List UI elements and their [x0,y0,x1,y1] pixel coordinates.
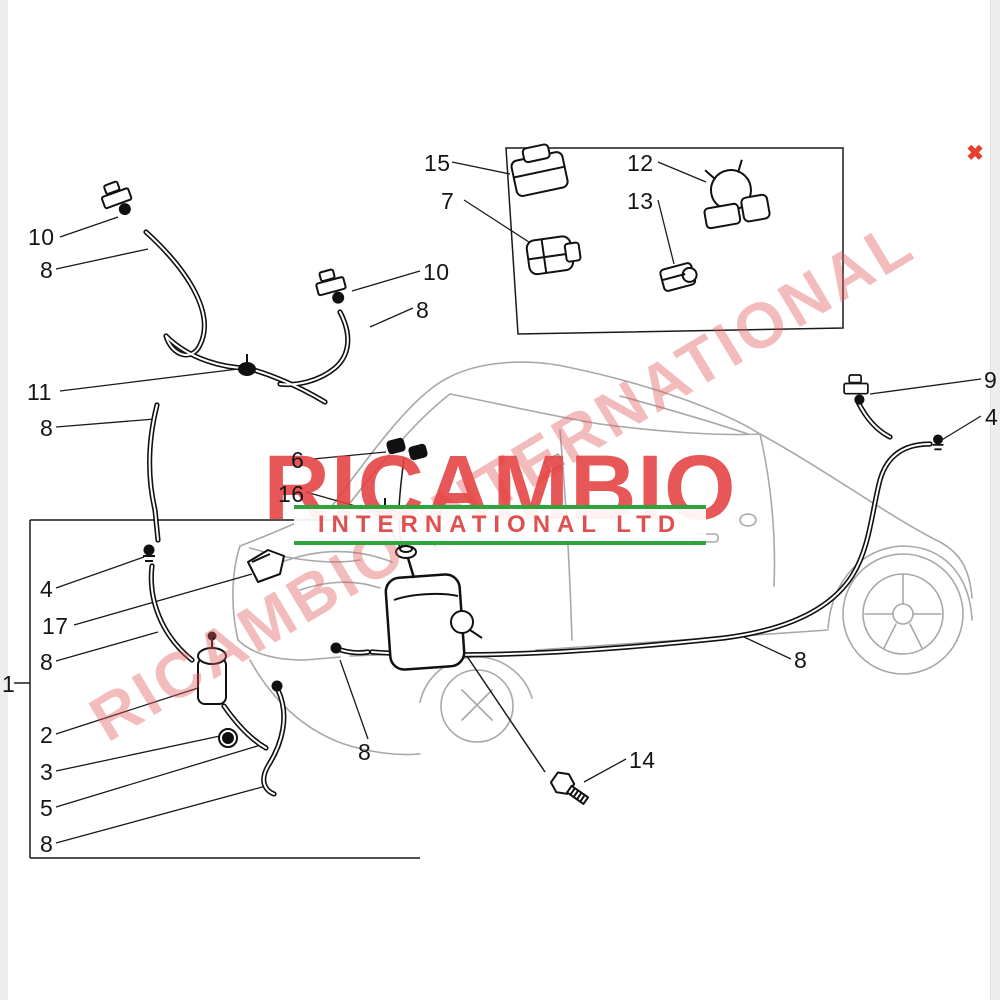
part-glyphs [100,143,944,805]
callout-12: 12 [627,150,654,176]
washer-pump-icon [197,631,227,705]
callout-8-left-bottom: 8 [40,831,54,857]
rear-jet-icon [843,374,869,405]
screw-icon [549,771,590,805]
pump-assembly-icon [703,159,771,230]
callout-13: 13 [627,188,654,214]
connector-icon [659,262,698,292]
callout-9: 9 [984,367,998,393]
callout-1: 1 [2,671,16,697]
close-icon[interactable]: ✖ [966,141,984,165]
page-margin-left [0,0,8,1000]
clip-icon [932,434,944,451]
washer-hoses [143,229,933,797]
callout-4-right: 4 [985,404,999,430]
leader-lines [55,161,982,844]
clip-icon [143,544,155,562]
callout-8-left-lower: 8 [40,649,54,675]
callout-8-top-left: 8 [40,257,54,283]
connector-icon [377,506,393,522]
bracket-icon [247,549,285,583]
callout-17: 17 [42,613,69,639]
grommet-icon [238,362,256,376]
callout-3: 3 [40,759,54,785]
grommet-icon [408,443,428,461]
page-margin-right [990,0,1000,1000]
callout-8-right: 8 [794,647,808,673]
relay-icon [510,143,569,197]
callout-14: 14 [629,747,656,773]
callout-8-left-mid: 8 [40,415,54,441]
callout-10-top-left: 10 [28,224,55,250]
washer-hoses-core [145,231,931,795]
callout-11: 11 [27,379,52,405]
callout-8-top-mid: 8 [416,297,430,323]
group-brackets [14,147,844,859]
callout-5: 5 [40,795,54,821]
washer-reservoir-icon [384,545,483,671]
washer-jet-icon [100,180,133,216]
callout-16: 16 [278,481,305,507]
grommet-icon [386,437,406,455]
callout-2: 2 [40,722,54,748]
washer-jet-icon [315,268,347,304]
callout-15: 15 [424,150,451,176]
bracket-icon [525,235,582,276]
callout-10-second: 10 [423,259,450,285]
hose-fitting-icon [330,642,342,654]
callout-8-bottom-mid: 8 [358,739,372,765]
callout-7: 7 [441,188,455,214]
callout-6: 6 [291,447,305,473]
callout-4-left: 4 [40,576,54,602]
connector-icon [271,680,283,692]
